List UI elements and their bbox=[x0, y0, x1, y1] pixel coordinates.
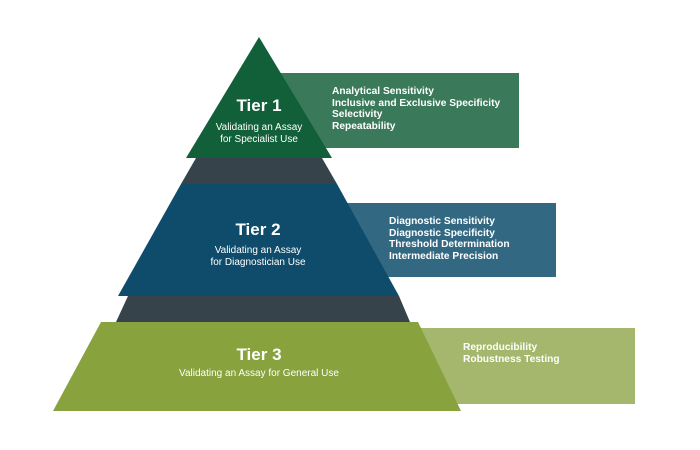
criteria-item: Diagnostic Specificity bbox=[389, 227, 495, 239]
tier-3-criteria-list: Reproducibility Robustness Testing bbox=[463, 342, 560, 365]
tier-1-criteria-list: Analytical Sensitivity Inclusive and Exc… bbox=[332, 86, 500, 132]
tier-1-subtitle-line: Validating an Assay bbox=[215, 122, 303, 133]
criteria-item: Selectivity bbox=[332, 109, 383, 121]
tier-3-trapezoid bbox=[53, 322, 461, 411]
tier-1-triangle bbox=[186, 37, 332, 158]
criteria-item: Diagnostic Sensitivity bbox=[389, 216, 495, 227]
criteria-item: Reproducibility bbox=[463, 342, 538, 353]
criteria-item: Intermediate Precision bbox=[389, 250, 499, 262]
tier-2-subtitle-line: Validating an Assay bbox=[214, 245, 302, 256]
tier-3-subtitle-line: Validating an Assay for General Use bbox=[179, 368, 339, 379]
tier-3-title: Tier 3 bbox=[236, 345, 282, 364]
separator-band-2 bbox=[116, 296, 410, 322]
criteria-item: Analytical Sensitivity bbox=[332, 86, 434, 97]
tier-2-trapezoid bbox=[118, 184, 399, 296]
criteria-item: Robustness Testing bbox=[463, 353, 560, 365]
criteria-item: Inclusive and Exclusive Specificity bbox=[332, 97, 501, 109]
tier-1-subtitle-line: for Specialist Use bbox=[220, 134, 298, 145]
tier-1-subtitle: Validating an Assay for Specialist Use bbox=[189, 122, 329, 146]
tier-2-title: Tier 2 bbox=[235, 220, 281, 239]
separator-band-1 bbox=[181, 158, 337, 184]
tier-2-subtitle: Validating an Assay for Diagnostician Us… bbox=[178, 245, 338, 269]
criteria-item: Threshold Determination bbox=[389, 239, 510, 251]
tier-3-subtitle: Validating an Assay for General Use bbox=[149, 368, 369, 380]
tier-2-subtitle-line: for Diagnostician Use bbox=[210, 257, 306, 268]
criteria-item: Repeatability bbox=[332, 120, 396, 132]
tier-1-title: Tier 1 bbox=[236, 96, 282, 115]
tier-2-criteria-list: Diagnostic Sensitivity Diagnostic Specif… bbox=[389, 216, 510, 262]
